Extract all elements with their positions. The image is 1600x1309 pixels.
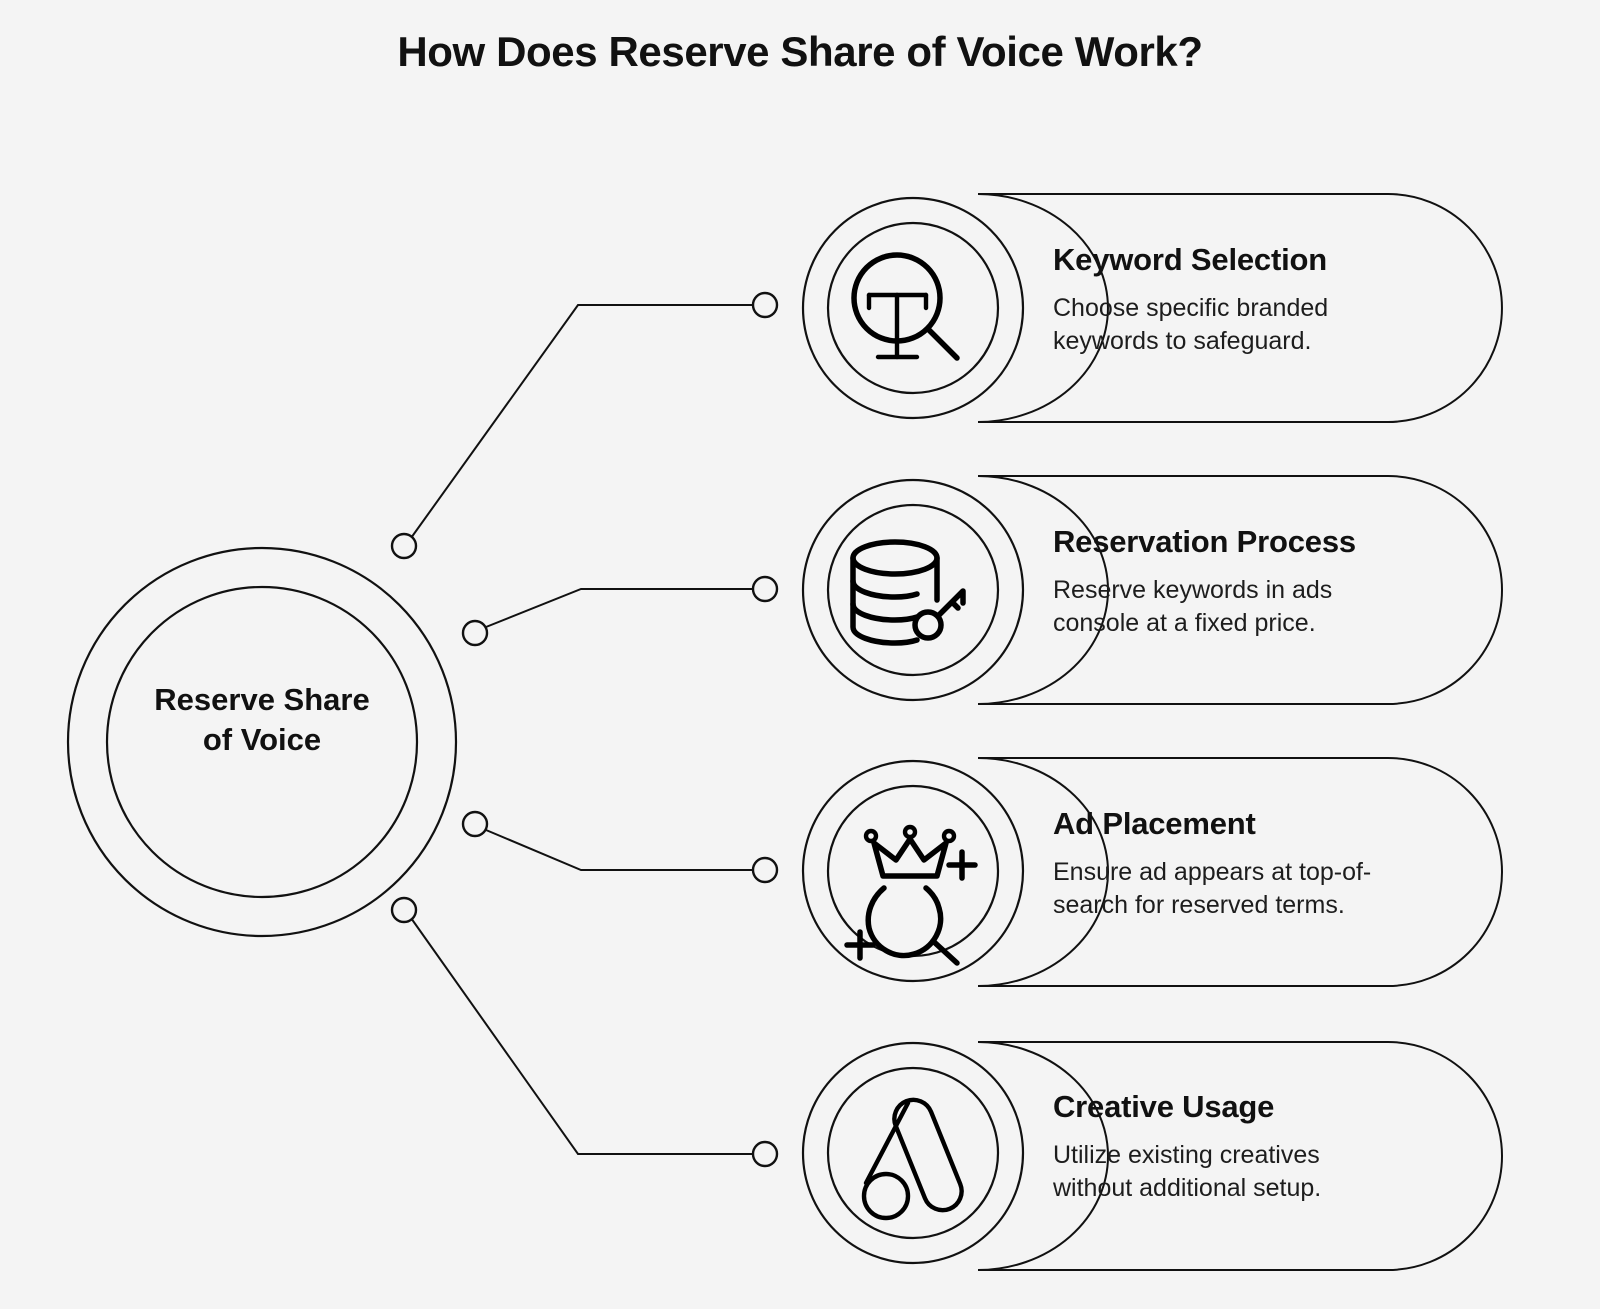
connector-lines — [410, 304, 754, 1155]
center-label-line-1: Reserve Share — [154, 682, 370, 717]
hub-dot-3[interactable] — [461, 810, 489, 838]
connector-line-4 — [410, 917, 754, 1155]
connector-line-2 — [485, 588, 754, 628]
step-group-2 — [801, 475, 1503, 705]
step-dot-4[interactable] — [751, 1140, 779, 1168]
step-desc-1: Choose specific branded keywords to safe… — [1053, 292, 1473, 358]
hub-dot-1[interactable] — [390, 532, 418, 560]
step-text-1: Keyword Selection Choose specific brande… — [1053, 242, 1473, 358]
step-title-1: Keyword Selection — [1053, 242, 1327, 277]
center-inner-ring — [105, 585, 419, 899]
step-desc-4-line-1: Utilize existing creatives — [1053, 1140, 1320, 1169]
step-icon-inner-ring-3 — [826, 784, 1000, 958]
step-dot-1[interactable] — [751, 291, 779, 319]
step-text-2: Reservation Process Reserve keywords in … — [1053, 524, 1473, 640]
step-group-1 — [801, 193, 1503, 423]
center-node — [66, 546, 458, 938]
step-title-2: Reservation Process — [1053, 524, 1356, 559]
connector-step-dots — [751, 291, 779, 1168]
page-title: How Does Reserve Share of Voice Work? — [397, 28, 1203, 75]
crown-search-icon — [844, 824, 978, 966]
step-group-4 — [801, 1041, 1503, 1271]
keyword-search-icon — [851, 252, 960, 361]
step-desc-2-line-2: console at a fixed price. — [1053, 608, 1316, 637]
step-card-2[interactable] — [977, 475, 1503, 705]
step-desc-3-line-1: Ensure ad appears at top-of- — [1053, 857, 1372, 886]
step-desc-1-line-1: Choose specific branded — [1053, 293, 1329, 322]
step-title-3: Ad Placement — [1053, 806, 1256, 841]
step-desc-1-line-2: keywords to safeguard. — [1053, 326, 1312, 355]
step-desc-3: Ensure ad appears at top-of- search for … — [1053, 856, 1473, 922]
step-card-1[interactable] — [977, 193, 1503, 423]
google-ads-logo-icon — [861, 1097, 964, 1221]
step-text-4: Creative Usage Utilize existing creative… — [1053, 1089, 1473, 1205]
step-text-3: Ad Placement Ensure ad appears at top-of… — [1053, 806, 1473, 922]
step-dot-2[interactable] — [751, 575, 779, 603]
step-desc-4: Utilize existing creatives without addit… — [1053, 1139, 1473, 1205]
center-node-label: Reserve Share of Voice — [112, 680, 412, 759]
step-desc-3-line-2: search for reserved terms. — [1053, 890, 1345, 919]
step-card-3[interactable] — [977, 757, 1503, 987]
step-desc-2-line-1: Reserve keywords in ads — [1053, 575, 1333, 604]
step-desc-2: Reserve keywords in ads console at a fix… — [1053, 574, 1473, 640]
step-group-3 — [801, 757, 1503, 987]
step-desc-4-line-2: without additional setup. — [1053, 1173, 1322, 1202]
connector-line-3 — [485, 829, 754, 871]
step-dot-3[interactable] — [751, 856, 779, 884]
center-label-line-2: of Voice — [202, 721, 322, 757]
database-key-icon — [850, 539, 966, 646]
step-icon-inner-ring-4 — [826, 1066, 1000, 1240]
connector-hub-dots — [390, 532, 489, 924]
hub-dot-4[interactable] — [390, 896, 418, 924]
hub-dot-2[interactable] — [461, 619, 489, 647]
connector-line-1 — [410, 304, 754, 539]
step-title-4: Creative Usage — [1053, 1089, 1275, 1124]
step-card-4[interactable] — [977, 1041, 1503, 1271]
